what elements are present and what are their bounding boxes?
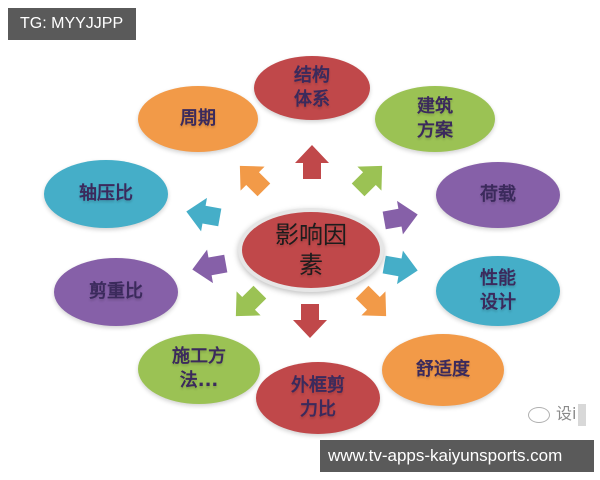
node-label: 荷载 bbox=[480, 184, 516, 205]
telegram-tag: TG: MYYJJPP bbox=[8, 8, 136, 40]
arrow-up-right-icon bbox=[346, 153, 395, 202]
node-label: 性能 设计 bbox=[480, 268, 516, 313]
node-performance-design: 性能 设计 bbox=[436, 256, 560, 326]
node-label: 施工方 法... bbox=[172, 346, 226, 391]
center-node-influencing-factors: 影响因 素 bbox=[238, 208, 384, 292]
arrow-right-icon bbox=[381, 197, 421, 238]
website-url-tag[interactable]: www.tv-apps-kaiyunsports.com bbox=[320, 440, 594, 472]
wechat-watermark: 设i bbox=[528, 400, 587, 426]
node-label: 建筑 方案 bbox=[417, 96, 453, 141]
node-architecture-plan: 建筑 方案 bbox=[375, 86, 495, 152]
arrow-up-left-icon bbox=[227, 153, 276, 202]
arrow-left-down-icon bbox=[189, 246, 229, 287]
node-label: 轴压比 bbox=[79, 183, 133, 204]
watermark-edge bbox=[578, 403, 587, 426]
center-node-label: 影响因 素 bbox=[275, 221, 347, 279]
arrow-up-icon bbox=[295, 145, 329, 179]
node-shear-weight-ratio: 剪重比 bbox=[54, 258, 178, 326]
node-label: 剪重比 bbox=[89, 281, 143, 302]
arrow-down-icon bbox=[293, 304, 327, 338]
node-label: 周期 bbox=[180, 108, 216, 129]
node-load: 荷载 bbox=[436, 162, 560, 228]
node-comfort: 舒适度 bbox=[382, 334, 504, 406]
node-period: 周期 bbox=[138, 86, 258, 152]
node-frame-shear-ratio: 外框剪 力比 bbox=[256, 362, 380, 434]
node-label: 舒适度 bbox=[416, 359, 470, 380]
wechat-icon bbox=[528, 406, 550, 423]
arrow-right-down-icon bbox=[381, 247, 421, 288]
arrow-down-left-icon bbox=[223, 280, 272, 329]
node-construction-method: 施工方 法... bbox=[138, 334, 260, 404]
arrow-down-right-icon bbox=[350, 280, 399, 329]
node-label: 外框剪 力比 bbox=[291, 375, 345, 420]
node-label: 结构 体系 bbox=[294, 65, 330, 110]
node-structure-system: 结构 体系 bbox=[254, 56, 370, 120]
watermark-text: 设i bbox=[556, 404, 577, 423]
arrow-left-icon bbox=[183, 194, 223, 235]
node-axial-compression-ratio: 轴压比 bbox=[44, 160, 168, 228]
